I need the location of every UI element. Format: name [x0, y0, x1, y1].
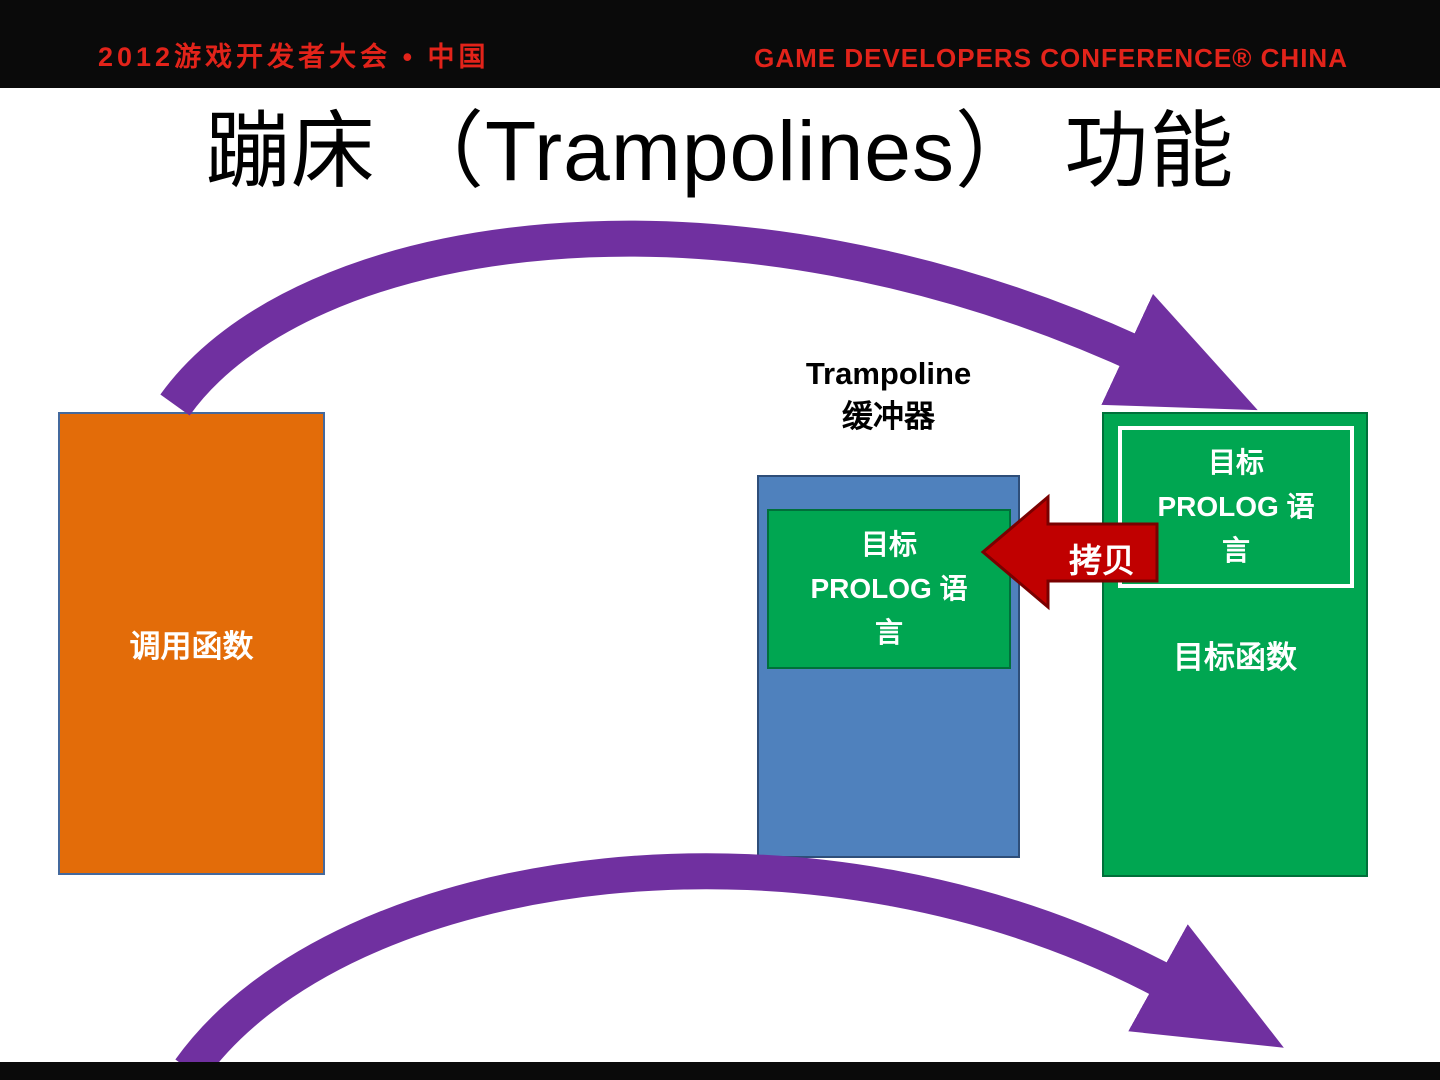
trampoline-buffer-box: 目标 PROLOG 语 言 [757, 475, 1020, 858]
trampoline-caption-line2: 缓冲器 [842, 399, 935, 434]
target-box: 目标 PROLOG 语 言 目标函数 [1102, 412, 1368, 877]
conference-logo-en: GAME DEVELOPERS CONFERENCE® CHINA [754, 43, 1348, 73]
header-bar: 2012游戏开发者大会 • 中国 GAME DEVELOPERS CONFERE… [0, 0, 1440, 88]
return-arc-arrow-icon [175, 853, 1284, 1080]
target-inner-label: 目标 PROLOG 语 言 [1157, 447, 1315, 566]
footer-bar [0, 1062, 1440, 1080]
caller-box: 调用函数 [58, 412, 325, 875]
slide-title: 蹦床 （Trampolines） 功能 [205, 104, 1235, 198]
trampoline-caption: Trampoline 缓冲器 [757, 352, 1020, 438]
conference-logo-cn: 2012游戏开发者大会 • 中国 [98, 42, 490, 72]
copy-arrow-label: 拷贝 [1069, 542, 1135, 579]
target-label: 目标函数 [1173, 640, 1297, 675]
buffer-inner-label: 目标 PROLOG 语 言 [810, 529, 968, 648]
caller-label: 调用函数 [129, 629, 254, 664]
trampoline-caption-line1: Trampoline [805, 356, 972, 391]
buffer-inner-box: 目标 PROLOG 语 言 [767, 509, 1011, 669]
